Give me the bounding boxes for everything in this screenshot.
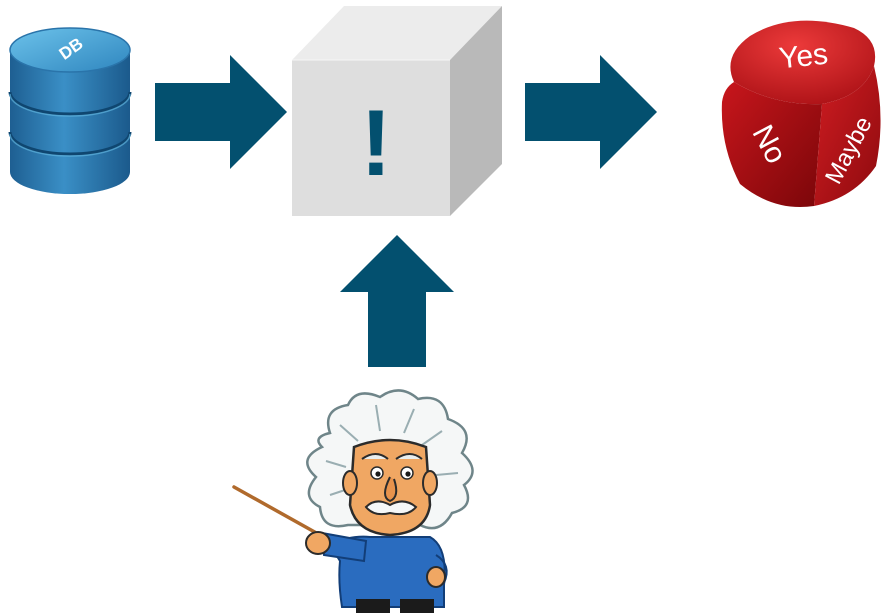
arrow-up-icon xyxy=(340,235,454,367)
exclamation-symbol: ! xyxy=(360,90,391,195)
die-face-yes: Yes xyxy=(777,38,829,76)
black-box-cube: ! xyxy=(292,6,502,216)
decision-die-icon: Yes No Maybe xyxy=(721,20,881,208)
database-icon: DB xyxy=(8,27,132,194)
scientist-pointing-icon xyxy=(232,389,474,613)
arrow-right-icon xyxy=(525,55,657,169)
arrow-right-icon xyxy=(155,55,287,169)
